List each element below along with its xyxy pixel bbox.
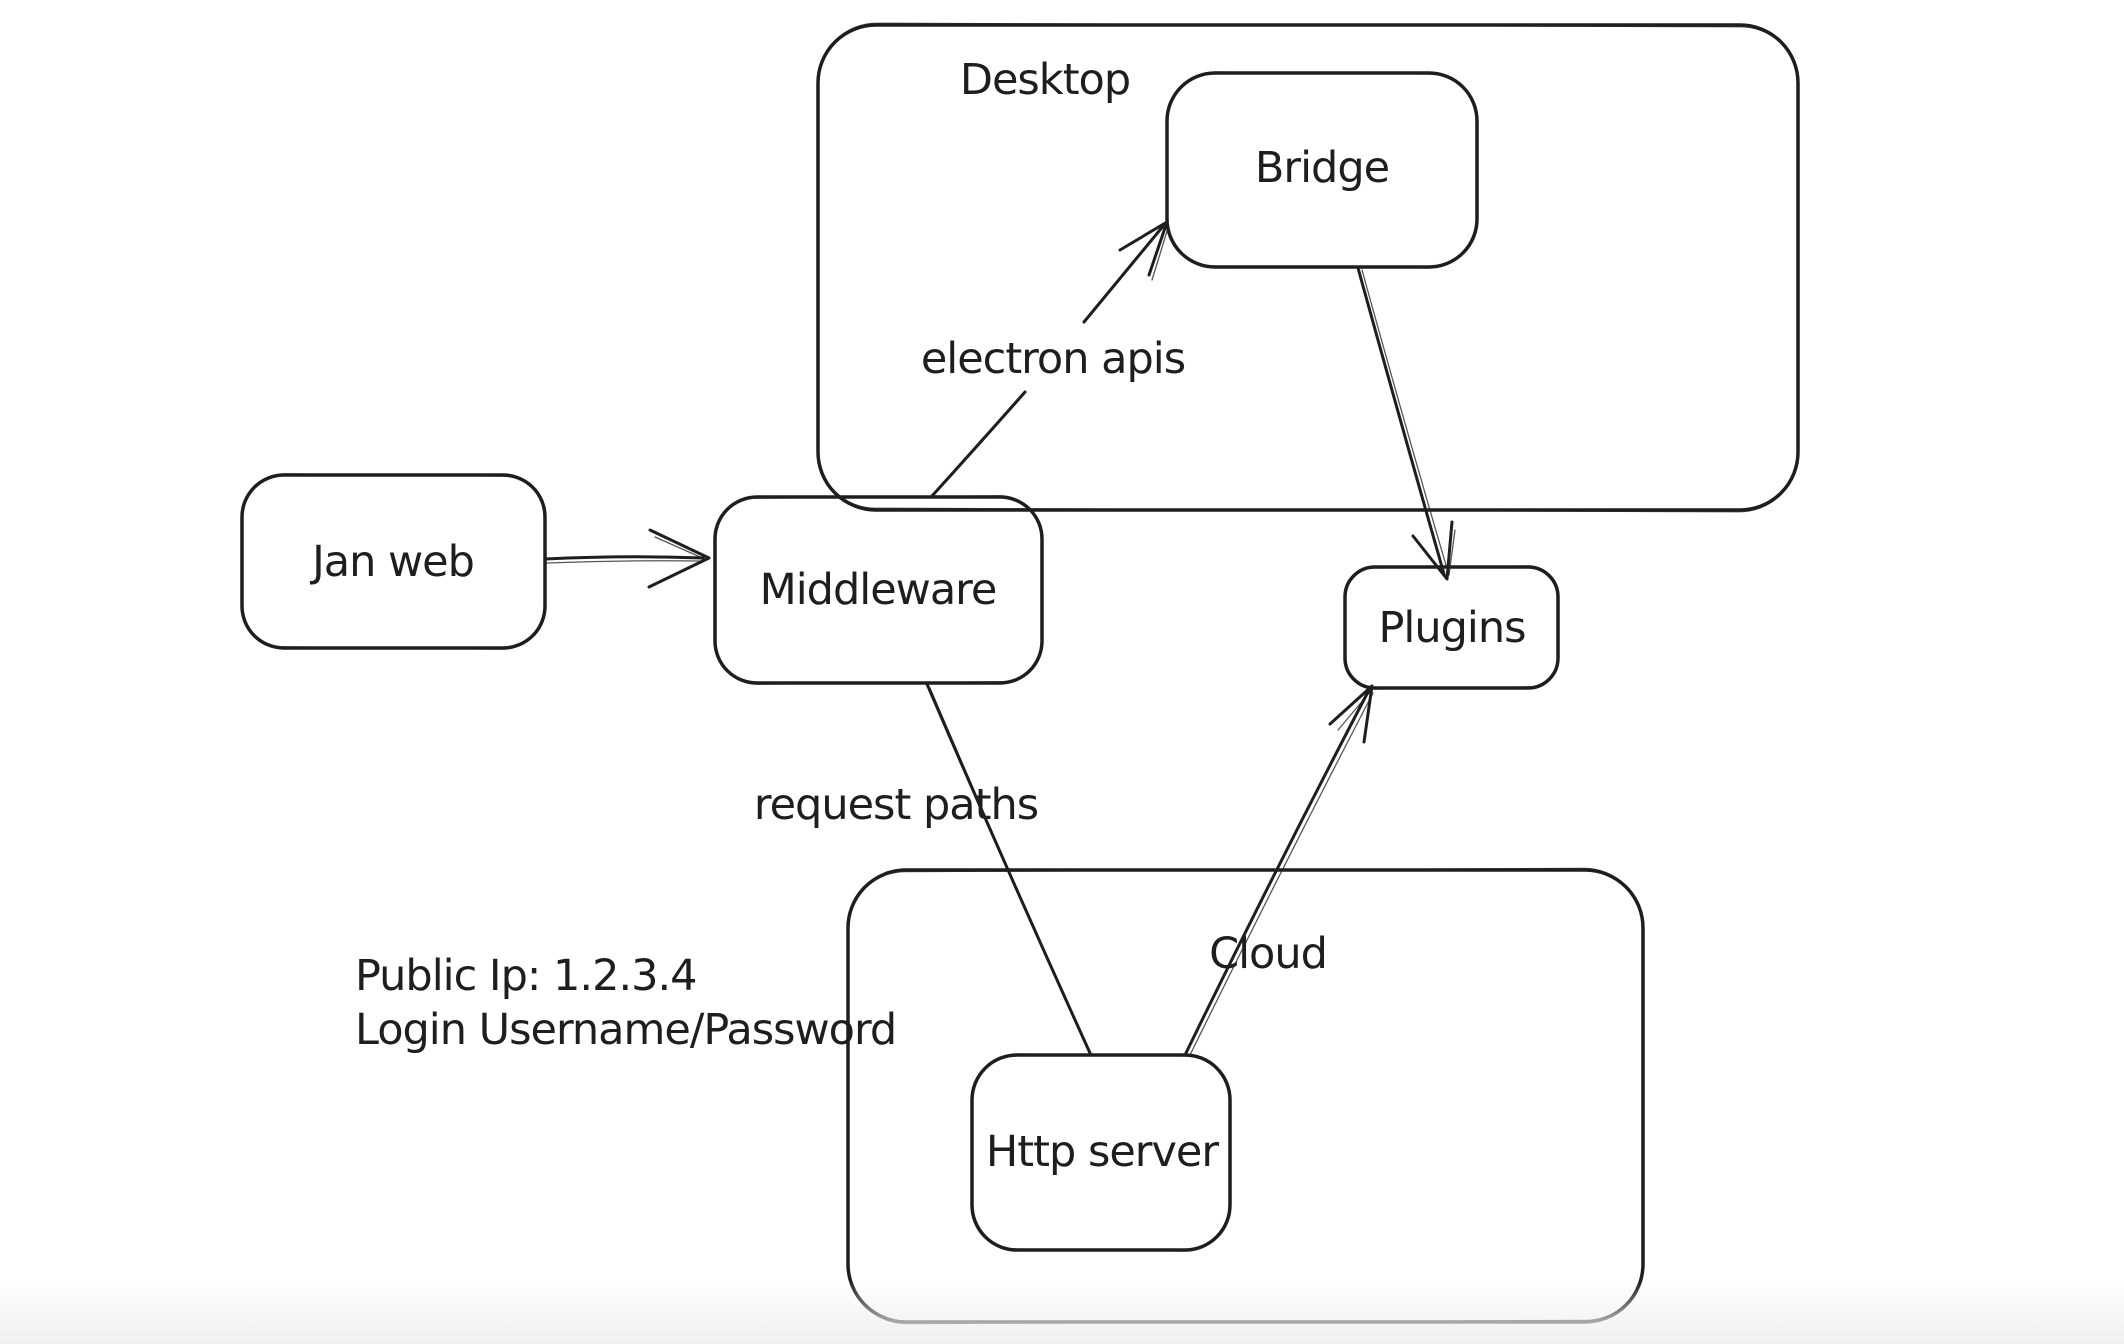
arrow-bridge-to-plugins bbox=[1356, 266, 1456, 581]
middleware-label[interactable]: Middleware bbox=[760, 565, 998, 615]
arrow-httpserver-to-plugins-head-sketch bbox=[1337, 691, 1371, 731]
annotation-login[interactable]: Login Username/Password bbox=[355, 1005, 897, 1055]
edge-label-electron-apis[interactable]: electron apis bbox=[921, 334, 1186, 384]
bridge-label[interactable]: Bridge bbox=[1255, 143, 1390, 193]
arrow-httpserver-to-plugins-head bbox=[1328, 684, 1374, 744]
edge-label-request-paths[interactable]: request paths bbox=[754, 780, 1039, 830]
middleware-sketch-stroke bbox=[713, 495, 1044, 685]
arrow-janweb-to-middleware-head bbox=[647, 528, 711, 589]
bridge-sketch-stroke bbox=[1165, 71, 1479, 269]
arrow-bridge-to-plugins-sketch bbox=[1361, 269, 1449, 573]
line-middleware-to-httpserver-sketch bbox=[929, 687, 1089, 1051]
line-middleware-to-httpserver: request paths bbox=[754, 682, 1092, 1055]
http-server-sketch-stroke bbox=[970, 1053, 1232, 1252]
arrow-middleware-to-bridge-line[interactable] bbox=[930, 223, 1166, 498]
jan-web-label[interactable]: Jan web bbox=[309, 537, 475, 587]
annotation-public-ip[interactable]: Public Ip: 1.2.3.4 bbox=[355, 951, 698, 1001]
arrow-janweb-to-middleware bbox=[543, 528, 711, 589]
arrow-httpserver-to-plugins-line[interactable] bbox=[1184, 688, 1371, 1055]
arrow-janweb-to-middleware-sketch bbox=[546, 560, 701, 564]
arrow-janweb-to-middleware-line[interactable] bbox=[543, 555, 705, 561]
jan-web-sketch-stroke bbox=[240, 473, 547, 650]
arrow-httpserver-to-plugins-sketch bbox=[1189, 692, 1374, 1056]
plugins-sketch-stroke bbox=[1343, 565, 1560, 690]
desktop-container-label[interactable]: Desktop bbox=[960, 55, 1131, 105]
cloud-container-label[interactable]: Cloud bbox=[1209, 929, 1328, 979]
container-desktop: Desktop bbox=[816, 22, 1800, 513]
arrow-middleware-to-bridge: electron apis bbox=[921, 220, 1186, 498]
node-jan-web: Jan web bbox=[240, 473, 547, 650]
desktop-container-sketch-stroke bbox=[816, 22, 1800, 513]
http-server-label[interactable]: Http server bbox=[986, 1127, 1220, 1177]
plugins-label[interactable]: Plugins bbox=[1378, 603, 1526, 653]
arrow-httpserver-to-plugins bbox=[1184, 684, 1374, 1056]
node-http-server: Http server bbox=[970, 1053, 1232, 1252]
arrow-bridge-to-plugins-head bbox=[1411, 520, 1454, 581]
arrow-bridge-to-plugins-line[interactable] bbox=[1356, 266, 1446, 576]
node-bridge: Bridge bbox=[1165, 71, 1479, 269]
arrow-middleware-to-bridge-head-sketch bbox=[1151, 227, 1169, 281]
annotation-credentials: Public Ip: 1.2.3.4 Login Username/Passwo… bbox=[355, 951, 897, 1055]
node-plugins: Plugins bbox=[1343, 565, 1560, 690]
container-cloud: Cloud bbox=[846, 867, 1645, 1325]
node-middleware: Middleware bbox=[713, 495, 1044, 685]
arrow-janweb-to-middleware-head-sketch bbox=[654, 536, 708, 561]
